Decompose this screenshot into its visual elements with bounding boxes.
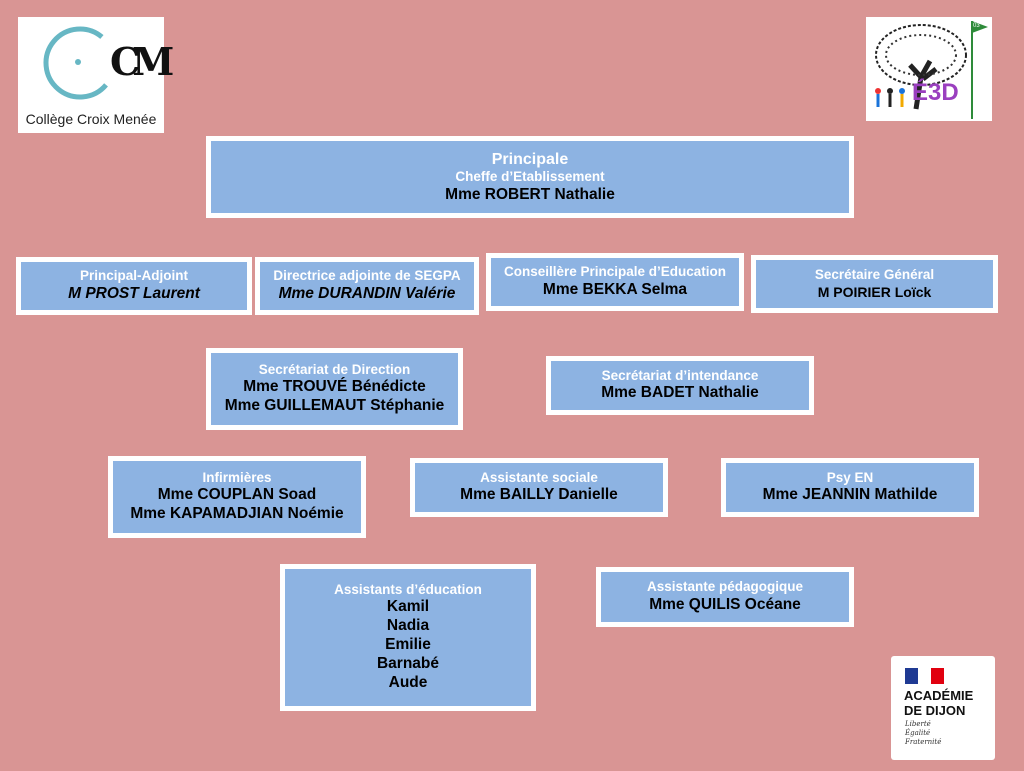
e3d-flag-label: 03 — [973, 23, 980, 29]
card-name: Barnabé — [376, 655, 440, 673]
card-assistants-education: Assistants d’éducation Kamil Nadia Emili… — [280, 564, 536, 711]
card-role: Secrétariat de Direction — [258, 361, 411, 377]
card-name: Nadia — [386, 617, 430, 635]
card-assistante-sociale: Assistante sociale Mme BAILLY Danielle — [410, 458, 668, 517]
card-role: Psy EN — [826, 469, 874, 485]
card-name: Mme BEKKA Selma — [542, 280, 688, 298]
academie-line1: ACADÉMIE — [904, 688, 974, 703]
college-logo: CM Collège Croix Menée — [18, 17, 174, 133]
card-role: Assistante pédagogique — [646, 579, 804, 595]
e3d-logo: 03 É3D — [866, 17, 992, 121]
academie-motto-1: Liberté — [905, 720, 931, 728]
academie-line2: DE DIJON — [904, 703, 966, 718]
card-name: Mme JEANNIN Mathilde — [762, 486, 938, 504]
principal-card: Principale Cheffe d’Etablissement Mme RO… — [206, 136, 854, 218]
card-name: Mme BADET Nathalie — [601, 384, 759, 402]
card-role: Principal-Adjoint — [80, 268, 188, 284]
card-role: Conseillère Principale d’Education — [503, 264, 727, 280]
card-role: Assistants d’éducation — [334, 582, 482, 597]
card-name: Mme DURANDIN Valérie — [278, 284, 456, 302]
card-name: Kamil — [386, 598, 430, 616]
card-cpe: Conseillère Principale d’Education Mme B… — [486, 253, 744, 311]
principal-subtitle: Cheffe d’Etablissement — [455, 169, 605, 185]
card-name: Mme QUILIS Océane — [649, 595, 801, 613]
card-name: Aude — [388, 674, 428, 692]
college-logo-text: Collège Croix Menée — [25, 111, 157, 127]
principal-name: Mme ROBERT Nathalie — [445, 185, 615, 203]
card-secretariat-intendance: Secrétariat d’intendance Mme BADET Natha… — [546, 356, 814, 415]
academie-motto-2: Égalité — [905, 729, 931, 737]
academie-logo: ACADÉMIE DE DIJON Liberté Égalité Frater… — [891, 656, 995, 760]
e3d-logo-text: É3D — [912, 79, 959, 106]
card-role: Secrétaire Général — [814, 267, 935, 283]
card-role: Assistante sociale — [480, 469, 598, 485]
card-name: Mme TROUVÉ Bénédicte — [243, 378, 426, 396]
card-secretariat-direction: Secrétariat de Direction Mme TROUVÉ Béné… — [206, 348, 463, 430]
card-name: Mme GUILLEMAUT Stéphanie — [224, 397, 445, 415]
card-name: M PROST Laurent — [68, 284, 200, 302]
card-role: Infirmières — [202, 469, 272, 485]
card-role: Directrice adjointe de SEGPA — [273, 268, 461, 284]
card-psy-en: Psy EN Mme JEANNIN Mathilde — [721, 458, 979, 517]
card-directrice-segpa: Directrice adjointe de SEGPA Mme DURANDI… — [255, 257, 479, 315]
principal-title: Principale — [491, 150, 569, 168]
card-name: Mme COUPLAN Soad — [157, 486, 317, 504]
card-name: Mme KAPAMADJIAN Noémie — [130, 505, 344, 523]
college-logo-icon — [43, 26, 117, 100]
card-secretaire-general: Secrétaire Général M POIRIER Loïck — [751, 255, 998, 313]
marianne-flag-icon — [905, 668, 944, 684]
card-name: Mme BAILLY Danielle — [460, 486, 618, 504]
card-name: M POIRIER Loïck — [817, 283, 932, 300]
card-role: Secrétariat d’intendance — [601, 367, 759, 383]
tree-icon — [875, 21, 988, 119]
college-logo-monogram: CM — [110, 39, 174, 84]
card-assistante-pedagogique: Assistante pédagogique Mme QUILIS Océane — [596, 567, 854, 627]
academie-motto-3: Fraternité — [905, 738, 942, 746]
card-name: Emilie — [385, 636, 431, 654]
card-infirmieres: Infirmières Mme COUPLAN Soad Mme KAPAMAD… — [108, 456, 366, 538]
card-principal-adjoint: Principal-Adjoint M PROST Laurent — [16, 257, 252, 315]
